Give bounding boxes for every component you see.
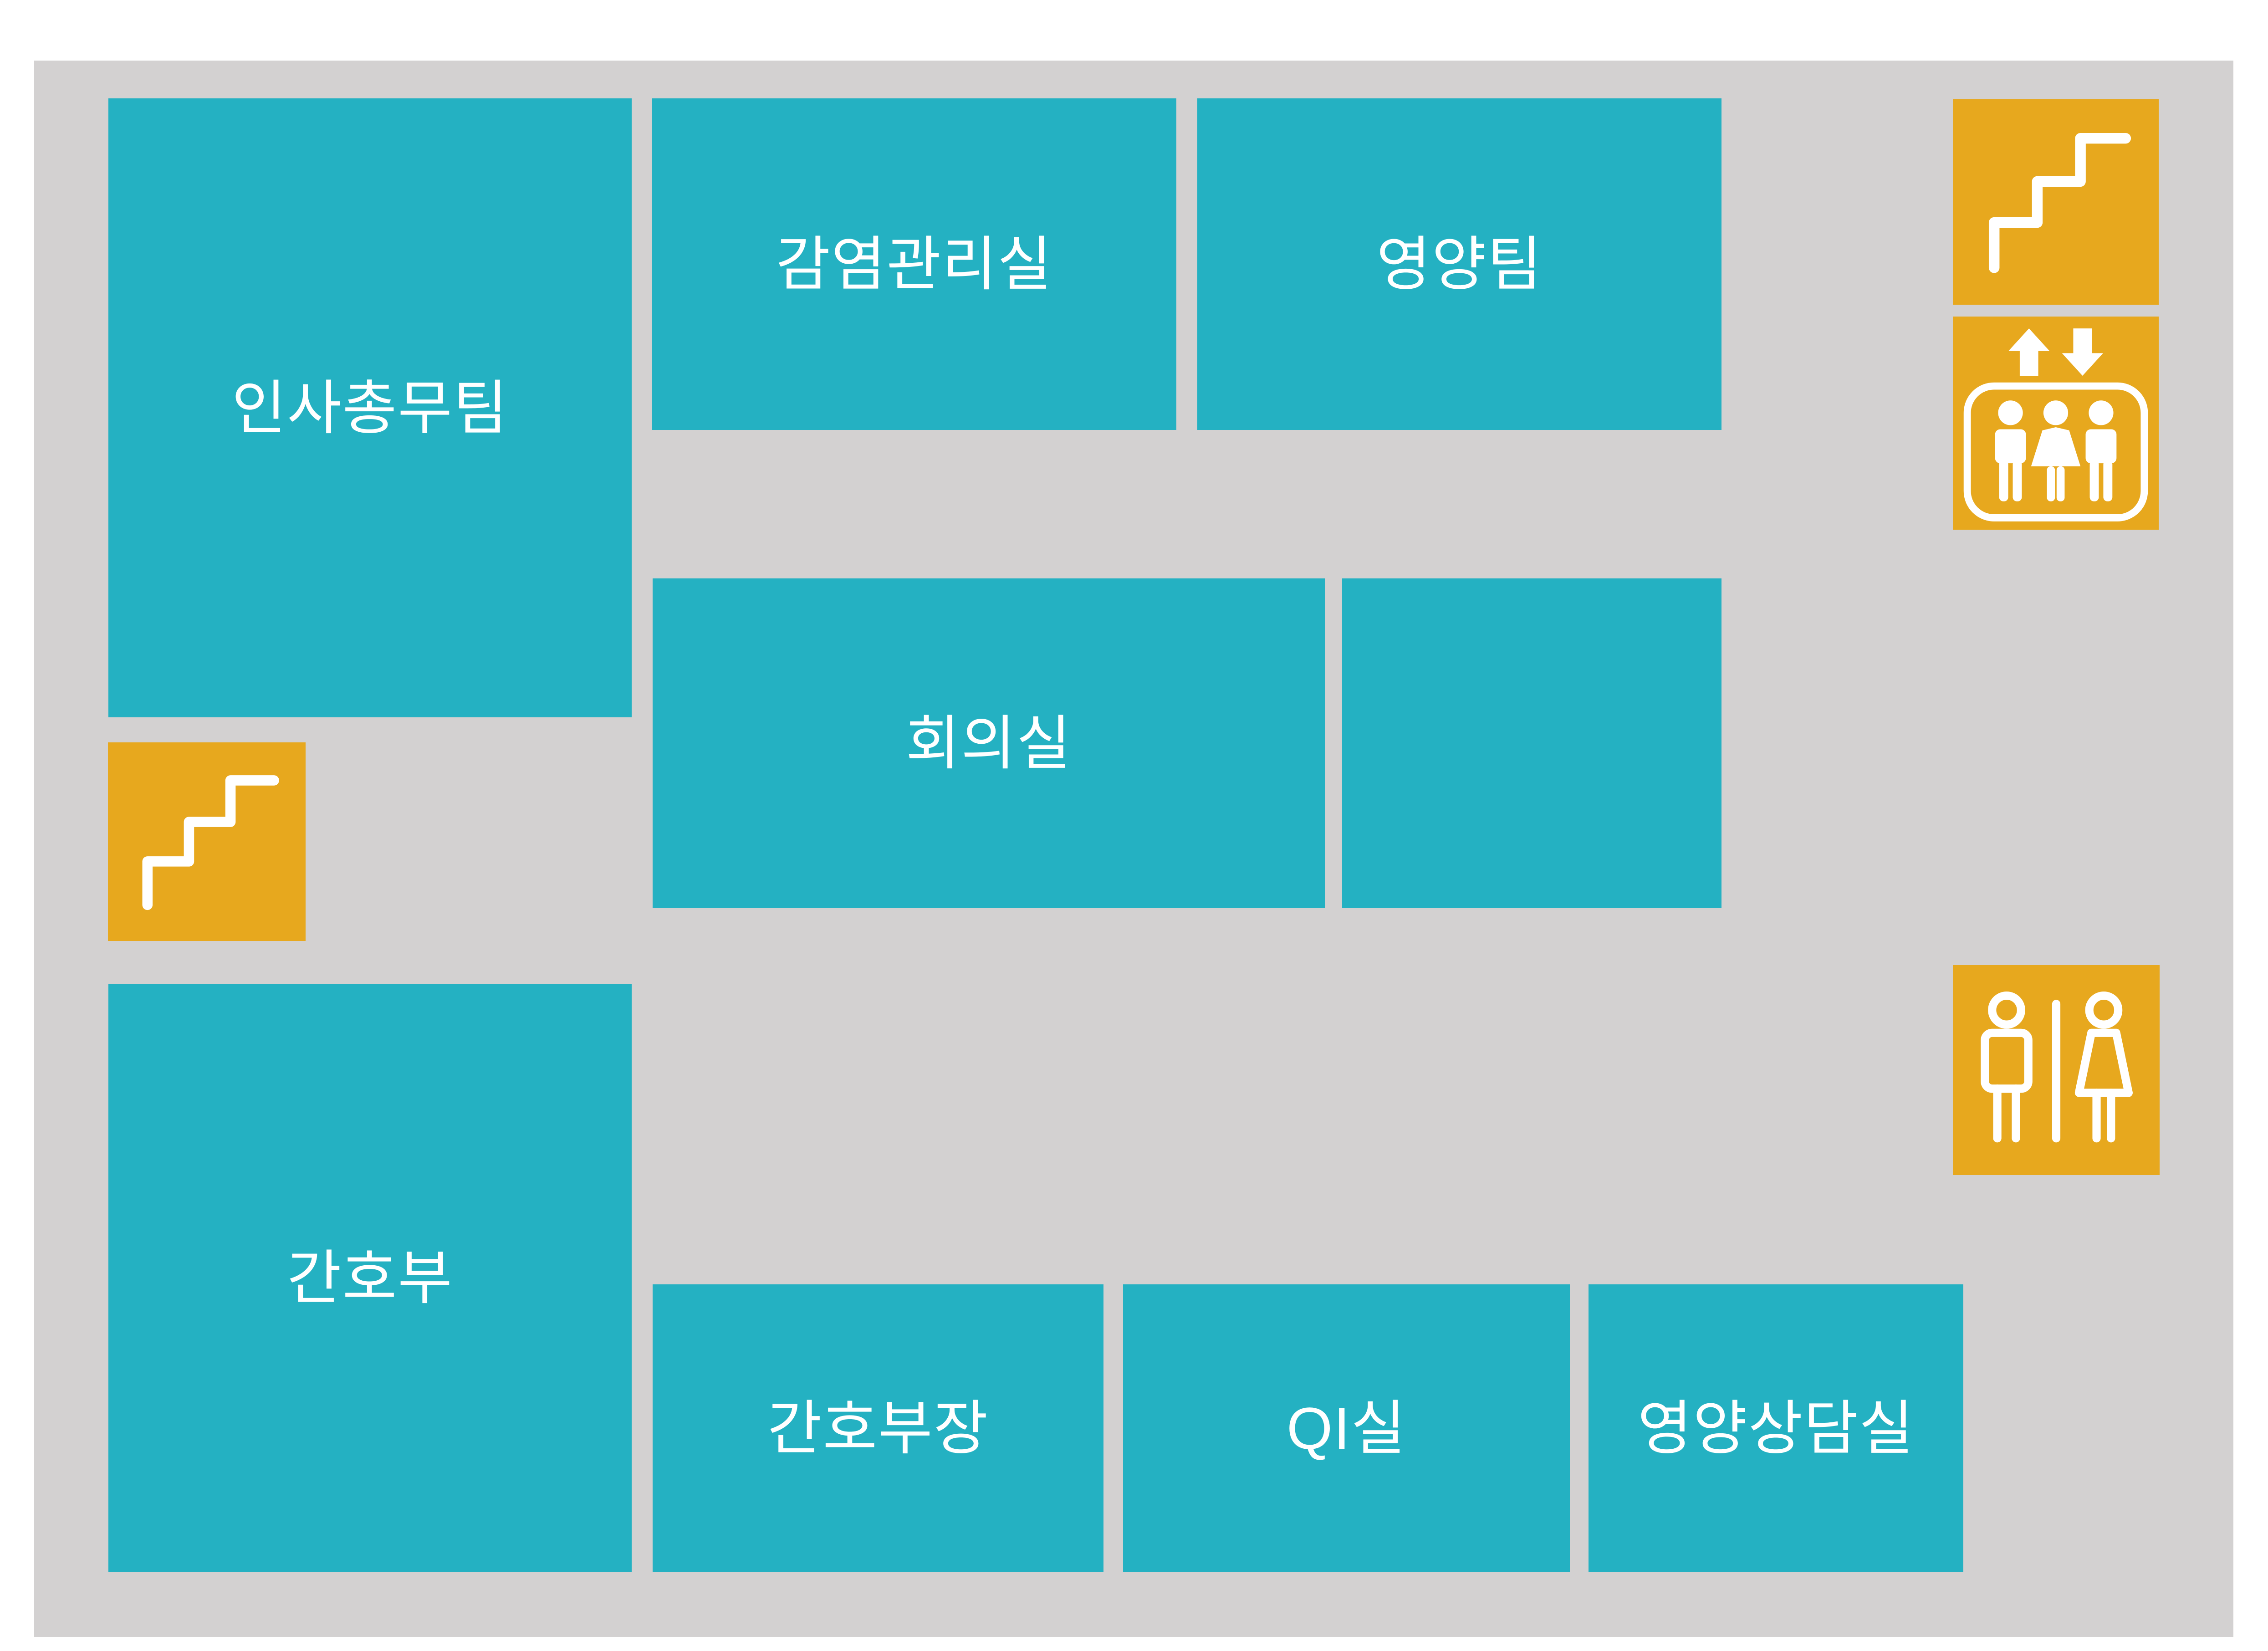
room-qi: QI실 (1123, 1284, 1570, 1572)
room-label: 회의실 (905, 710, 1072, 777)
stairs-icon (108, 742, 306, 941)
room-hr-general-affairs: 인사총무팀 (108, 98, 632, 717)
room-unlabeled (1342, 578, 1721, 908)
room-label: 영양상담실 (1637, 1395, 1915, 1462)
room-label: QI실 (1287, 1395, 1406, 1462)
stairs-icon (1953, 99, 2159, 305)
room-label: 간호부장 (767, 1395, 989, 1462)
room-label: 감염관리실 (776, 231, 1053, 297)
room-label: 간호부 (287, 1245, 453, 1311)
elevator-icon (1953, 317, 2159, 530)
room-meeting: 회의실 (653, 578, 1325, 908)
restroom-icon (1953, 965, 2160, 1175)
room-nursing-department: 간호부 (108, 984, 632, 1572)
room-nutrition-team: 영양팀 (1197, 98, 1721, 430)
room-label: 인사총무팀 (231, 374, 509, 441)
room-label: 영양팀 (1376, 231, 1543, 297)
room-head-nurse: 간호부장 (653, 1284, 1103, 1572)
room-infection-control: 감염관리실 (652, 98, 1176, 430)
room-nutrition-counseling: 영양상담실 (1589, 1284, 1963, 1572)
